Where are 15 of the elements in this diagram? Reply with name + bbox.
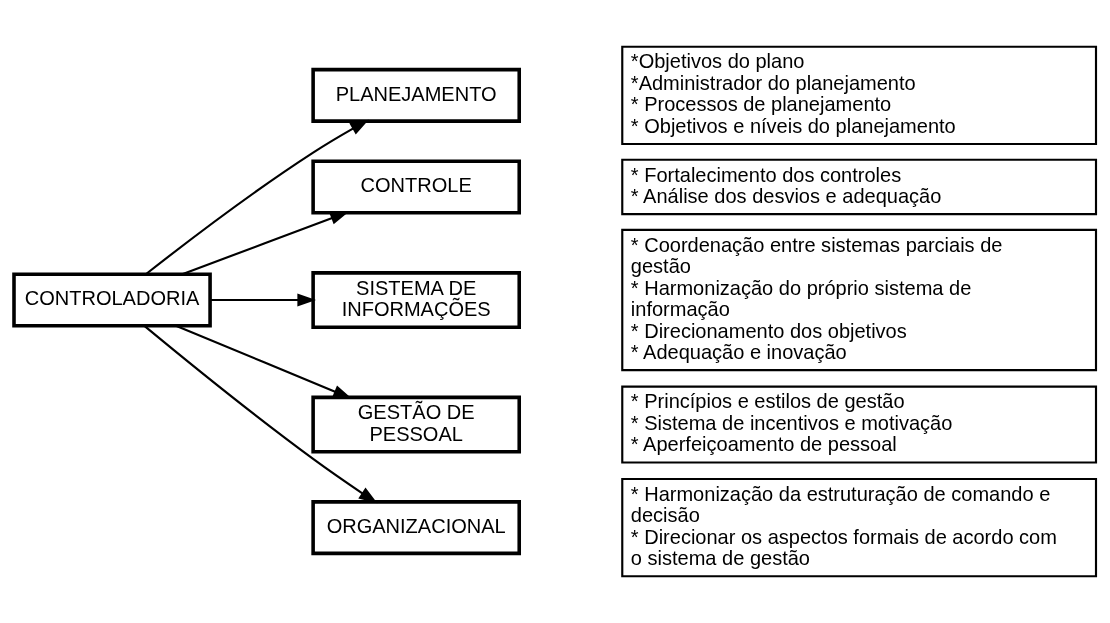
node-box: ORGANIZACIONAL (311, 500, 521, 556)
node-box: * Fortalecimento dos controles * Análise dos desvios e adequação (621, 158, 1098, 216)
node-box: * Coordenação entre sistemas parciais de gestão * Harmonização do próprio sistema de informação * Direcionamento dos objetivos * Adequação e inovação (621, 228, 1098, 372)
arrow (145, 119, 369, 276)
node-box: PLANEJAMENTO (311, 67, 521, 123)
node-box: * Princípios e estilos de gestão * Sistema de incentivos e motivação * Aperfeiçoamento de pessoal (621, 385, 1098, 464)
node-box: SISTEMA DE INFORMAÇÕES (311, 271, 521, 330)
arrow (181, 211, 349, 276)
arrow (175, 324, 352, 399)
node-box: GESTÃO DE PESSOAL (311, 395, 521, 454)
node-box: CONTROLE (311, 159, 521, 215)
arrow (210, 293, 316, 307)
node-box: * Harmonização da estruturação de comando e decisão * Direcionar os aspectos formais de acordo com o sistema de gestão (621, 477, 1098, 578)
node-box: CONTROLADORIA (12, 272, 212, 328)
node-box: *Objetivos do plano *Administrador do planejamento * Processos de planejamento * Objetivos e níveis do planejamento (621, 45, 1098, 146)
